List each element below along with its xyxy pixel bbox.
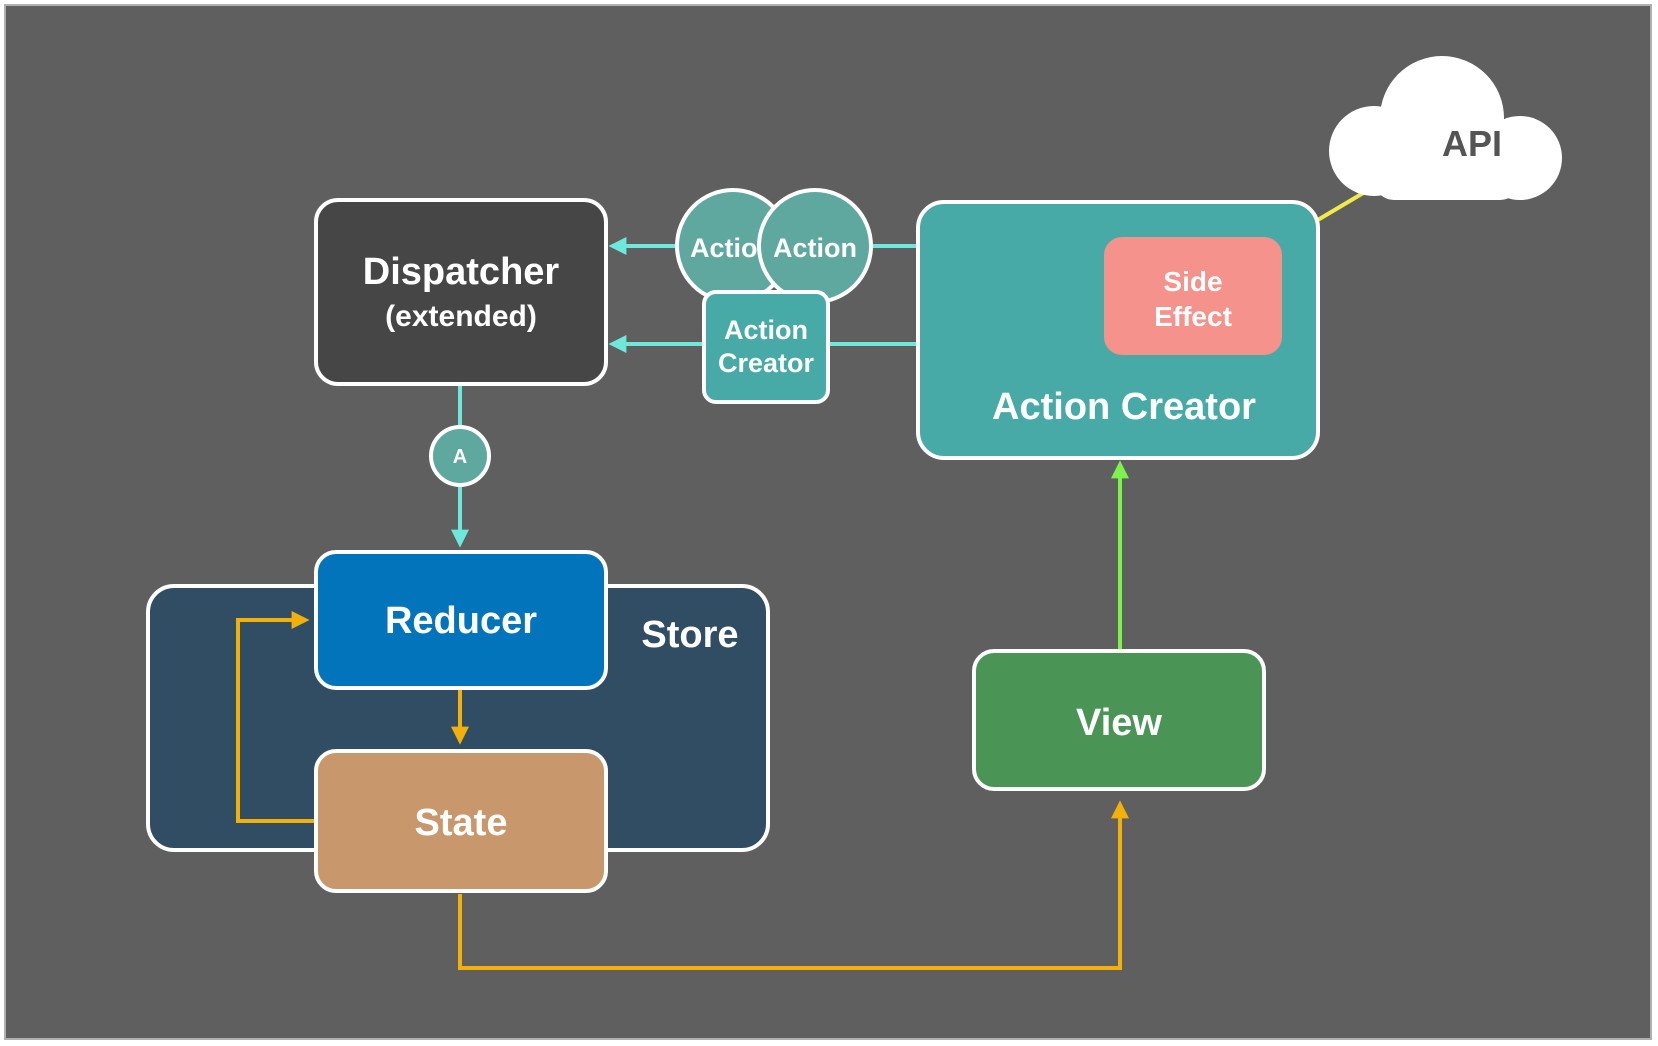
state-box bbox=[314, 749, 608, 893]
side-effect-line2: Effect bbox=[1154, 301, 1232, 332]
side-effect-box bbox=[1104, 237, 1282, 355]
action-creator-title: Action Creator bbox=[992, 386, 1256, 428]
store-label: Store bbox=[641, 614, 738, 656]
dispatcher-subtitle: (extended) bbox=[385, 300, 537, 333]
action-token-label: A bbox=[453, 446, 467, 468]
dispatcher-title: Dispatcher bbox=[363, 251, 560, 293]
api-cloud bbox=[1329, 56, 1562, 200]
view-box bbox=[972, 649, 1266, 791]
flux-diagram: Store Dispatcher (extended) Actio Action… bbox=[146, 56, 1562, 970]
state-to-reducer-arrow bbox=[236, 611, 314, 823]
side-effect-line1: Side bbox=[1163, 266, 1222, 297]
diagram-canvas: Store Dispatcher (extended) Actio Action… bbox=[4, 4, 1652, 1040]
small-action-creator-box bbox=[702, 290, 830, 404]
action-bubble-front-label: Action bbox=[773, 233, 857, 263]
dispatcher-box bbox=[314, 198, 608, 386]
reducer-box bbox=[314, 550, 608, 690]
reducer-label: Reducer bbox=[385, 600, 537, 642]
action-token bbox=[429, 425, 491, 487]
view-label: View bbox=[1076, 702, 1162, 744]
api-label: API bbox=[1442, 123, 1502, 164]
state-label: State bbox=[415, 802, 508, 844]
small-action-creator-line1: Action bbox=[724, 315, 808, 345]
state-to-view-arrow bbox=[458, 800, 1129, 970]
small-action-creator-line2: Creator bbox=[718, 348, 815, 378]
action-bubble-back-label: Actio bbox=[690, 233, 758, 263]
